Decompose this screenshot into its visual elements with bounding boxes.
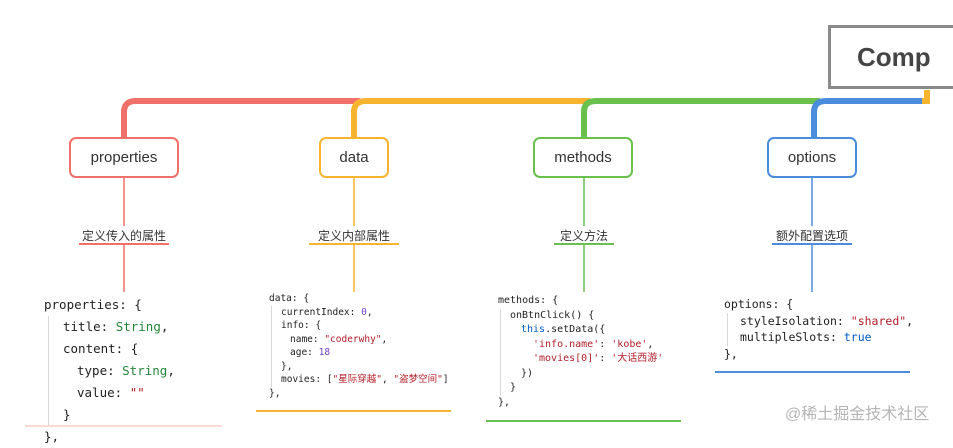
code-line: } <box>48 404 175 426</box>
code-value: 18 <box>318 347 331 358</box>
code-line: properties: { <box>44 297 142 312</box>
code-line: content: { <box>48 338 175 360</box>
code-keyword: this <box>521 324 546 335</box>
code-line: styleIsolation: "shared", <box>727 312 914 329</box>
code-line: }, <box>271 359 449 373</box>
code-key: styleIsolation: <box>740 313 851 328</box>
code-line: type: String, <box>48 360 175 382</box>
code-punct: , <box>906 313 914 328</box>
branch-line-properties <box>121 98 360 137</box>
code-line: options: { <box>724 297 794 311</box>
code-line: currentIndex: 0, <box>271 305 449 319</box>
connector-lines <box>25 90 930 427</box>
code-line: }) <box>500 366 663 381</box>
desc-options: 额外配置选项 <box>775 229 848 243</box>
root-node: Comp <box>828 25 953 89</box>
desc-methods: 定义方法 <box>559 229 608 243</box>
code-key: type: <box>77 363 123 378</box>
code-value: "" <box>129 385 145 400</box>
code-line: 'info.name': 'kobe', <box>500 337 663 352</box>
code-block-properties: properties: {title: String,content: {typ… <box>44 294 175 448</box>
code-value: '大话西游' <box>611 353 664 364</box>
code-line: title: String, <box>48 316 175 338</box>
code-punct: , <box>366 306 373 318</box>
code-value: true <box>843 330 872 344</box>
code-line: value: "" <box>48 382 175 404</box>
code-punct: , <box>381 374 394 385</box>
code-key: multipleSlots: <box>740 330 844 344</box>
node-options-label: options <box>787 149 837 166</box>
code-value: "shared" <box>850 313 907 328</box>
code-key: 'info.name' <box>533 338 600 350</box>
code-line: }, <box>269 387 281 399</box>
code-line: data: { <box>269 293 310 304</box>
code-line: }, <box>498 396 511 408</box>
code-call: .setData({ <box>545 324 606 335</box>
desc-properties: 定义传入的属性 <box>81 229 166 243</box>
code-block-options: options: {styleIsolation: "shared",multi… <box>724 296 913 362</box>
code-punct: , <box>647 338 654 350</box>
code-line: name: "coderwhy", <box>271 332 449 346</box>
node-data-label: data <box>339 149 369 166</box>
code-key: value: <box>77 385 130 400</box>
code-key: title: <box>63 319 116 334</box>
node-methods: methods <box>533 137 633 178</box>
node-options: options <box>767 137 857 178</box>
watermark: @稀土掘金技术社区 <box>785 406 930 423</box>
branch-line-methods <box>581 98 820 137</box>
code-value: "coderwhy" <box>324 333 382 345</box>
branch-line-options <box>811 98 922 137</box>
code-line: methods: { <box>498 295 559 306</box>
code-punct: : <box>599 338 612 350</box>
code-key: age: <box>290 347 319 358</box>
code-punct: ] <box>442 374 449 385</box>
code-line: }, <box>724 346 738 361</box>
branch-line-data <box>351 98 590 137</box>
code-key: movies: [ <box>281 374 333 385</box>
code-value: "盗梦空间" <box>393 374 443 385</box>
code-punct: , <box>381 333 388 345</box>
code-block-methods: methods: {onBtnClick() {this.setData({'i… <box>498 294 663 410</box>
code-value: String <box>122 363 168 378</box>
node-properties: properties <box>69 137 179 178</box>
node-properties-label: properties <box>90 149 158 166</box>
code-key: currentIndex: <box>281 306 362 318</box>
code-block-data: data: {currentIndex: 0,info: {name: "cod… <box>269 292 449 400</box>
code-value: String <box>115 319 161 334</box>
code-line: onBtnClick() { <box>500 308 663 323</box>
code-value: 'kobe' <box>611 338 648 350</box>
code-key: name: <box>290 333 325 345</box>
code-punct: , <box>167 363 175 378</box>
branch-line-root <box>922 90 930 104</box>
code-line: age: 18 <box>271 346 449 360</box>
code-line: info: { <box>271 319 449 333</box>
node-data: data <box>319 137 389 178</box>
code-line: this.setData({ <box>500 323 663 338</box>
code-line: 'movies[0]': '大话西游' <box>500 352 663 367</box>
code-value: "星际穿越" <box>332 374 382 385</box>
code-punct: : <box>599 353 612 364</box>
code-line: }, <box>44 429 60 444</box>
code-punct: , <box>160 319 169 334</box>
code-line: multipleSlots: true <box>727 329 913 346</box>
code-line: movies: ["星际穿越", "盗梦空间"] <box>271 373 449 387</box>
desc-data: 定义内部属性 <box>317 229 390 243</box>
code-line: } <box>500 381 663 396</box>
code-value: 0 <box>361 306 367 318</box>
code-key: 'movies[0]' <box>533 353 600 364</box>
root-label: Comp <box>857 41 931 72</box>
node-methods-label: methods <box>554 149 612 166</box>
